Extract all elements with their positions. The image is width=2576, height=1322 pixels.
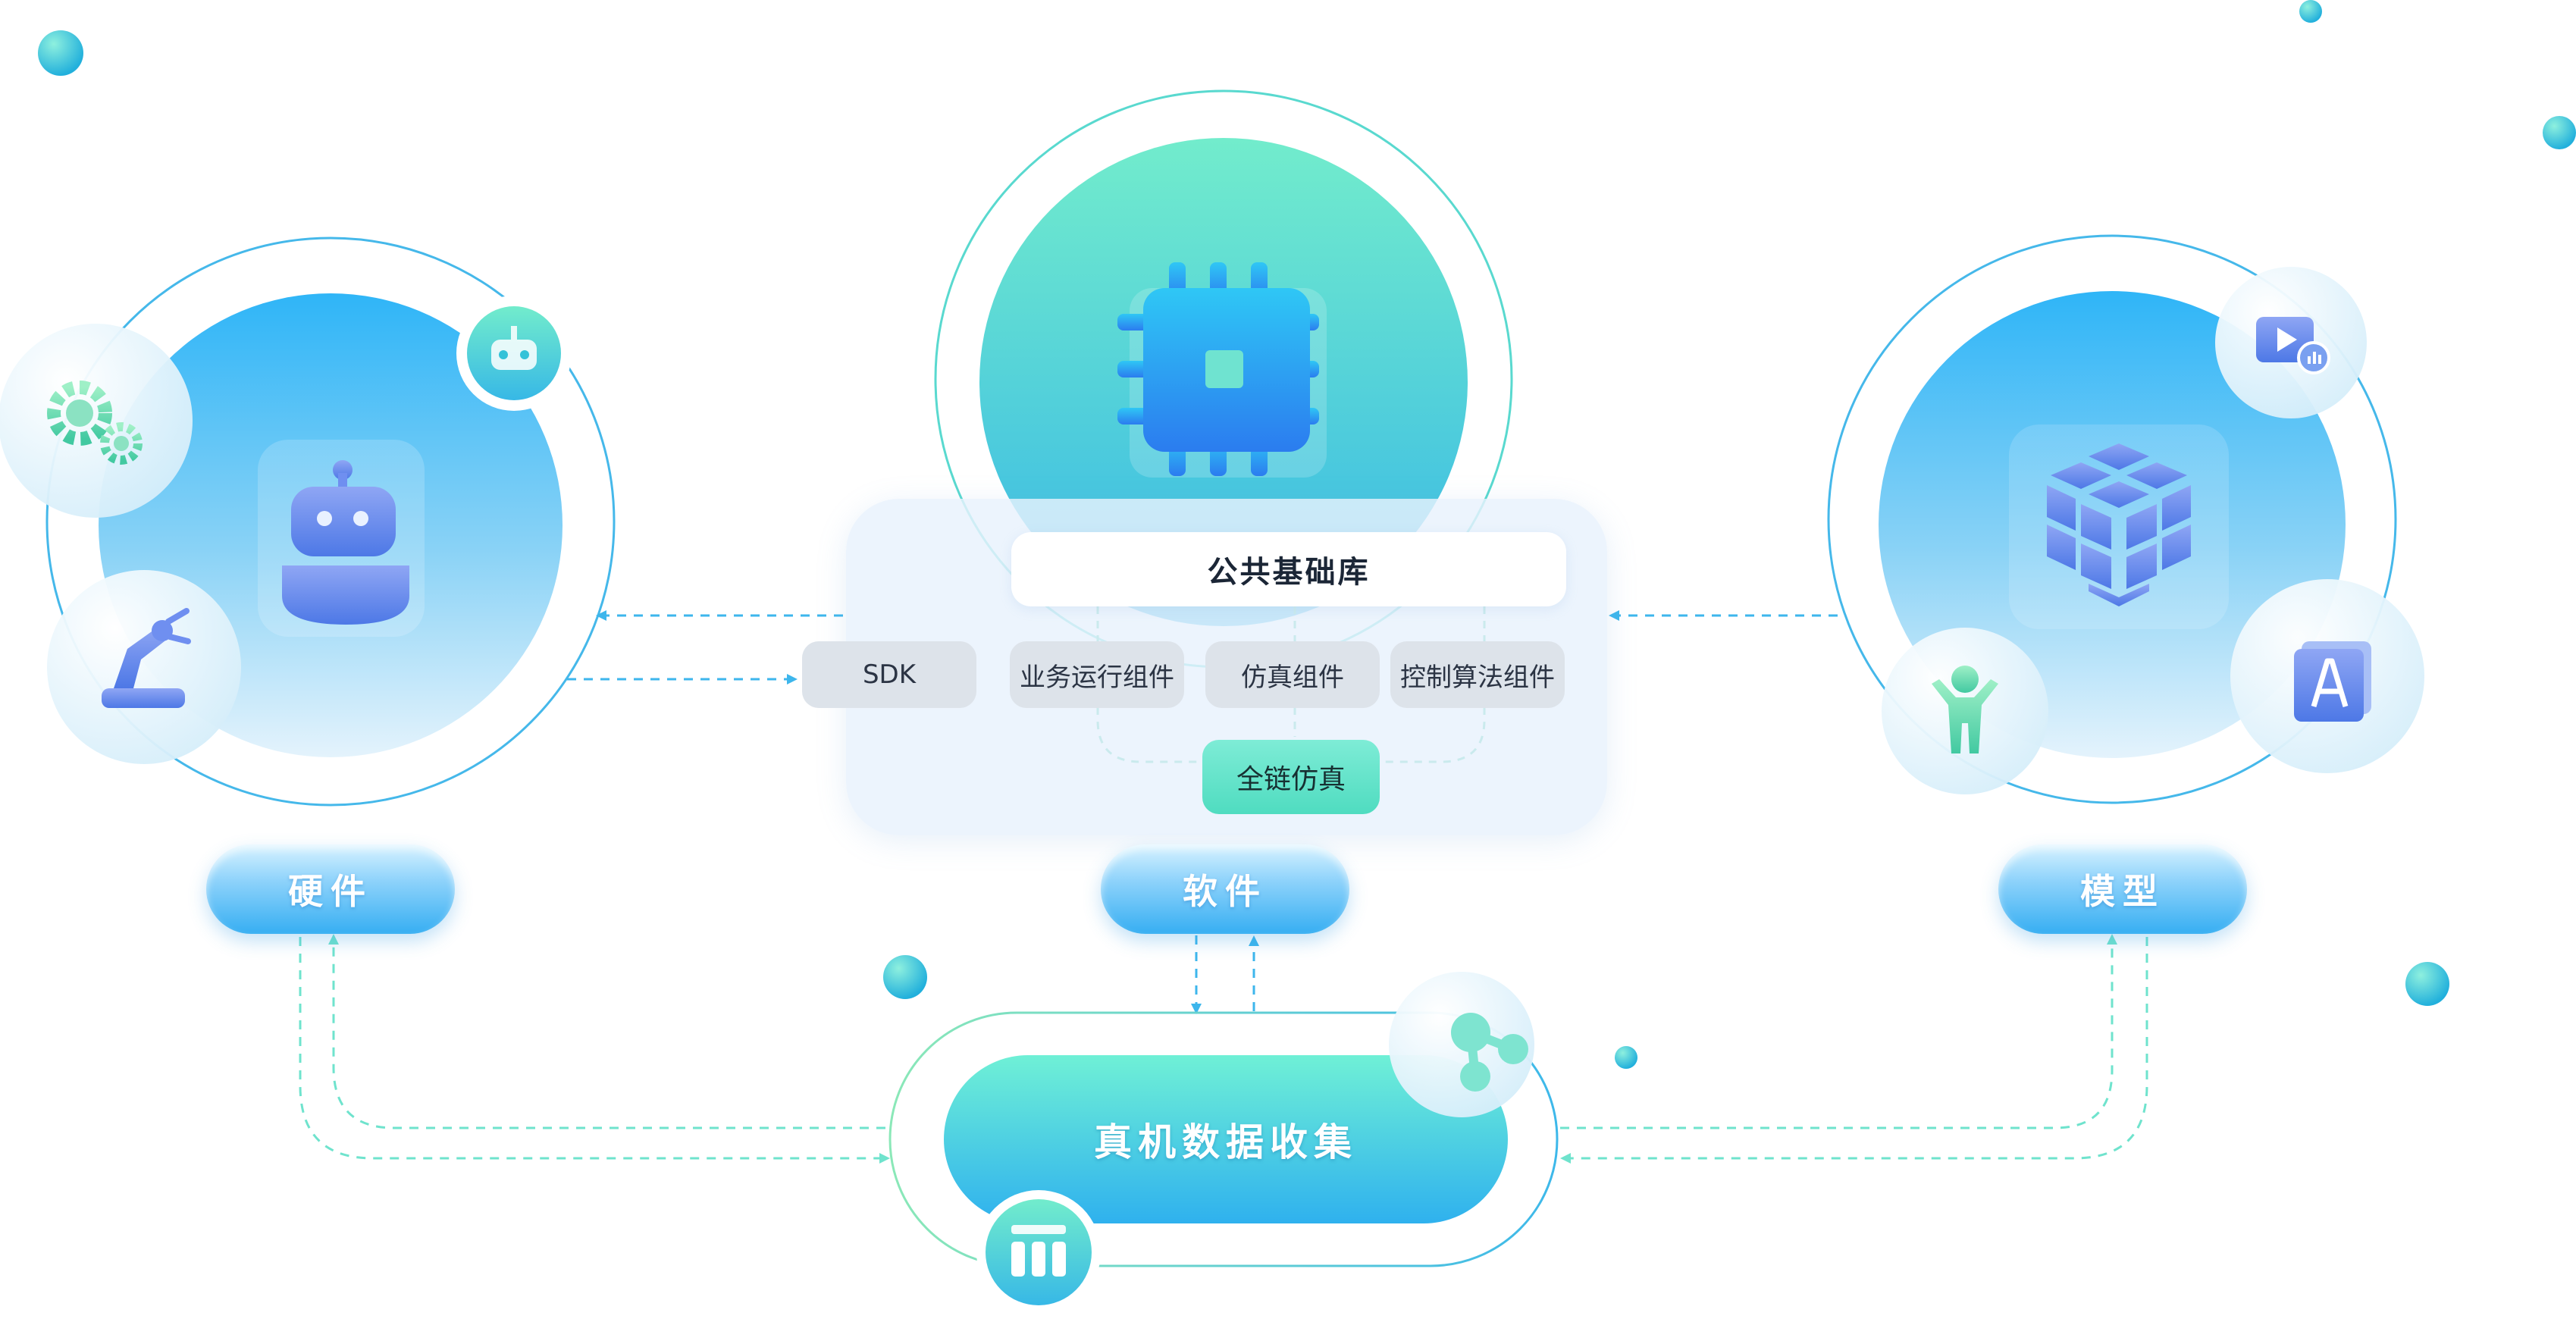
robot-arm-icon [102,608,191,708]
public-library-box: 公共基础库 [1011,532,1566,606]
component-sdk: SDK [802,641,976,708]
text-a-icon [2294,641,2371,722]
gears-icon [47,381,143,465]
model-node [1827,234,2424,804]
video-analytics-icon [2256,317,2330,374]
data-collection-label: 真机数据收集 [1094,1120,1358,1164]
component-control-algorithm: 控制算法组件 [1390,641,1565,708]
chip-icon [1117,262,1327,478]
full-chain-simulation-box: 全链仿真 [1202,740,1380,814]
robot-badge-icon [491,326,537,370]
hardware-label: 硬件 [206,844,455,934]
software-label: 软件 [1101,844,1349,934]
robot-icon [258,440,425,637]
decorative-dots [38,0,2576,1069]
component-business-runtime: 业务运行组件 [1010,641,1184,708]
collection-node [888,972,1559,1314]
cube-icon [2009,424,2229,629]
person-icon [1932,666,1998,753]
model-label: 模型 [1998,844,2247,934]
component-simulation: 仿真组件 [1205,641,1380,708]
data-stack-icon [1011,1225,1066,1277]
hardware-node [0,237,616,807]
share-icon [1451,1013,1528,1092]
